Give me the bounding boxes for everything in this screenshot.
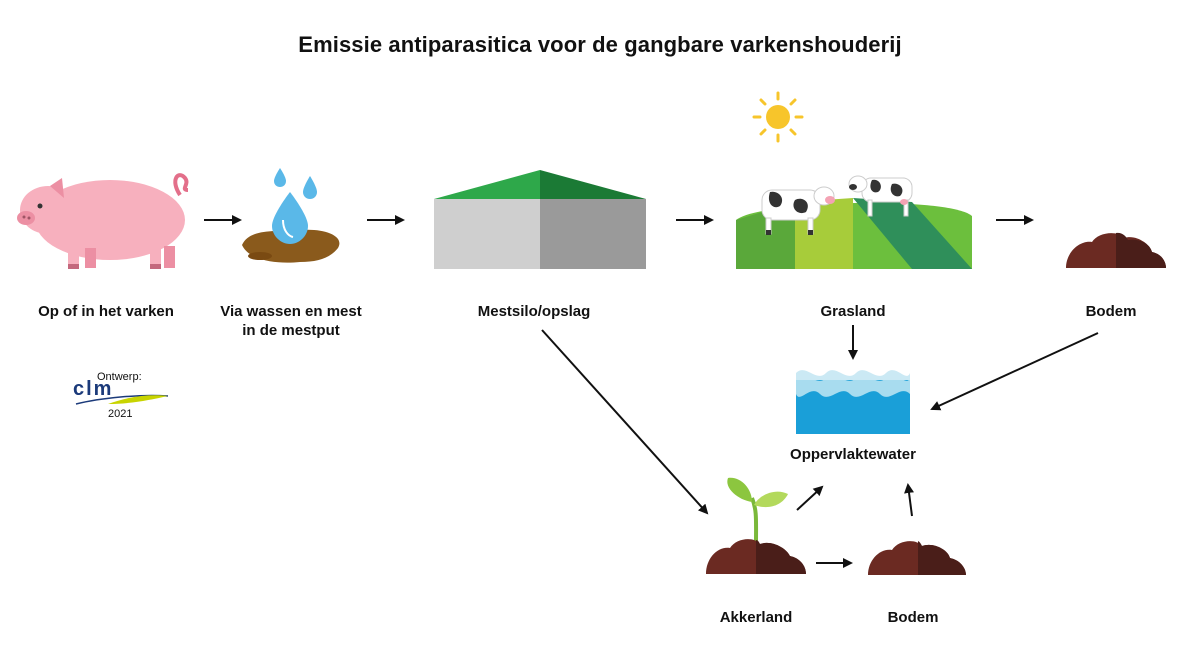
credit-prefix: Ontwerp: (97, 371, 142, 383)
label-washing: Via wassen en mest in de mestput (205, 302, 377, 340)
label-water: Oppervlaktewater (790, 446, 916, 463)
label-washing-line2: in de mestput (242, 322, 340, 339)
credit-year: 2021 (108, 408, 133, 420)
flow-arrows (204, 215, 1099, 568)
page-title: Emissie antiparasitica voor de gangbare … (298, 32, 902, 57)
arrow-arable-to-water (796, 485, 824, 511)
label-washing-line1: Via wassen en mest (220, 303, 362, 320)
arrow-soil-to-water-bottom (904, 483, 914, 517)
label-silo: Mestsilo/opslag (477, 303, 591, 320)
label-grassland: Grasland (820, 303, 886, 320)
svg-text:clm: clm (73, 378, 113, 400)
arrow-silo-to-arable (541, 329, 709, 515)
soil-mound-icon (868, 541, 966, 575)
label-soil-bottom: Bodem (887, 609, 939, 626)
surface-water-icon (796, 370, 910, 434)
clm-logo: clm (73, 378, 169, 405)
manure-silo-icon (434, 170, 646, 269)
label-soil-top: Bodem (1085, 303, 1137, 320)
grassland-cows-icon (736, 175, 972, 269)
soil-mound-icon (1066, 232, 1166, 268)
sprout-soil-icon (706, 477, 806, 574)
sun-icon (752, 91, 804, 143)
pig-icon (17, 173, 189, 269)
arrow-soil-to-water (930, 332, 1099, 411)
label-pig: Op of in het varken (38, 303, 174, 320)
water-drop-manure-icon (242, 168, 340, 263)
label-arable: Akkerland (719, 609, 793, 626)
